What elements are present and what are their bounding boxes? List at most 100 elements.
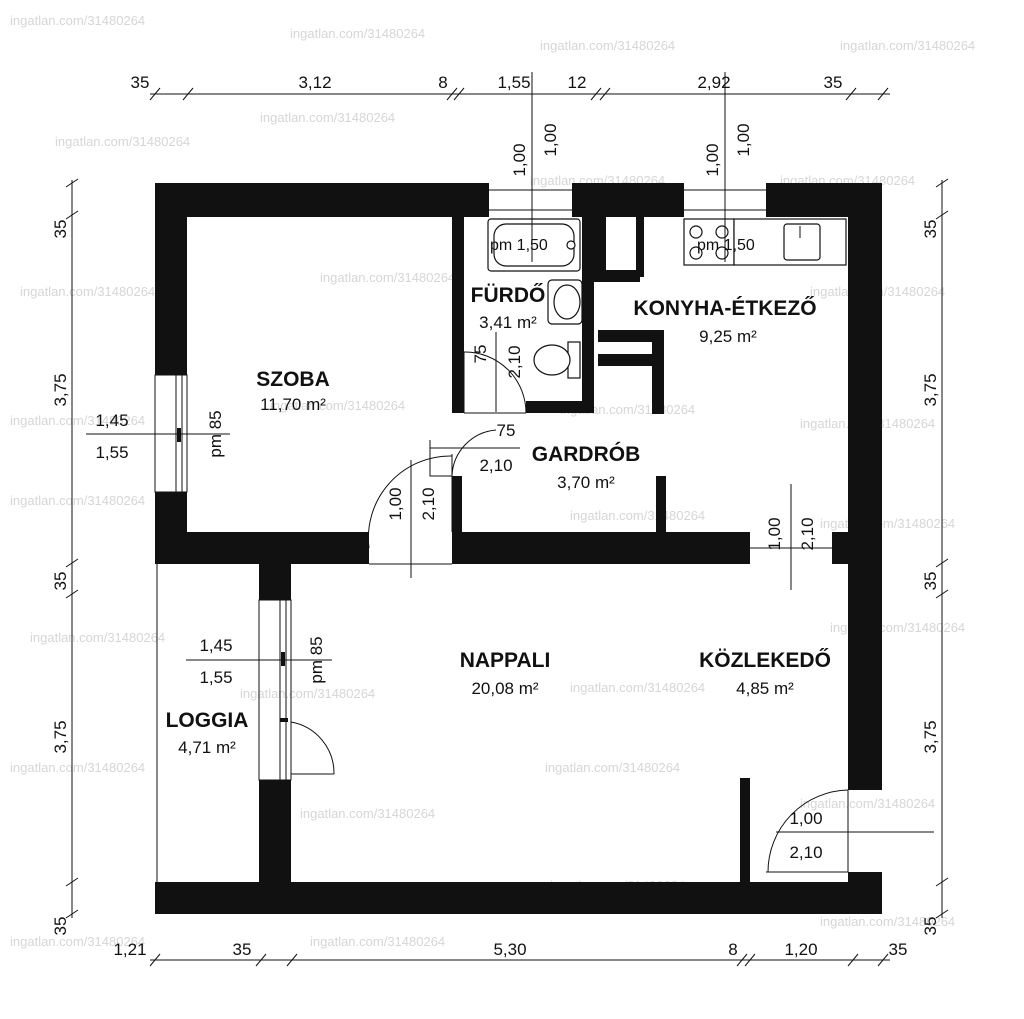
szoba-window-height: 1,55 — [95, 443, 128, 462]
watermark: ingatlan.com/31480264 — [310, 934, 445, 949]
opening-labels: 1,00 1,00 pm 1,50 1,00 1,00 pm 1,50 1,45… — [86, 72, 934, 862]
kitchen-pm-label: pm 1,50 — [697, 237, 755, 254]
watermark: ingatlan.com/31480264 — [570, 508, 705, 523]
watermark: ingatlan.com/31480264 — [20, 284, 155, 299]
room-area-kozlekedo: 4,85 m² — [736, 679, 794, 698]
dim-bottom-1: 1,21 — [113, 940, 146, 959]
loggia-marker — [280, 718, 288, 722]
watermark: ingatlan.com/31480264 — [545, 760, 680, 775]
bath-window-label-a: 1,00 — [510, 143, 529, 176]
room-area-szoba: 11,70 m² — [260, 395, 326, 414]
bathtub — [487, 218, 581, 272]
entry-door — [766, 789, 849, 873]
szoba-door-width: 1,00 — [386, 487, 405, 520]
watermark: ingatlan.com/31480264 — [30, 630, 165, 645]
dim-top-4: 1,55 — [497, 73, 530, 92]
room-area-loggia: 4,71 m² — [178, 738, 236, 757]
wall-bath-bottom — [526, 401, 594, 413]
room-name-loggia: LOGGIA — [166, 709, 249, 732]
dim-top-7: 35 — [824, 73, 843, 92]
bath-door — [463, 351, 527, 414]
szoba-door-height: 2,10 — [419, 487, 438, 520]
wall-shaft-mid — [594, 270, 640, 282]
dim-top-6: 2,92 — [697, 73, 730, 92]
dimension-left: 35 3,75 35 3,75 35 — [51, 178, 79, 936]
wall-gardrob-bottom — [452, 532, 750, 564]
wall-kitchen-block-mid — [598, 354, 664, 366]
room-name-kozlekedo: KÖZLEKEDŐ — [699, 649, 831, 672]
dim-bottom-5: 1,20 — [784, 940, 817, 959]
toilet — [533, 341, 581, 379]
szoba-window-width: 1,45 — [95, 411, 128, 430]
dim-top-5: 12 — [568, 73, 587, 92]
hall-door-width: 1,00 — [765, 517, 784, 550]
watermarks: ingatlan.com/31480264 ingatlan.com/31480… — [10, 13, 975, 949]
wall-kitchen-block-top — [598, 330, 664, 342]
dim-right-3: 35 — [921, 572, 940, 591]
watermark: ingatlan.com/31480264 — [800, 796, 935, 811]
watermark: ingatlan.com/31480264 — [55, 134, 190, 149]
wall-hall-stub — [832, 532, 848, 564]
wall-left-top — [155, 183, 187, 375]
room-name-szoba: SZOBA — [256, 368, 330, 391]
room-area-furdo: 3,41 m² — [479, 313, 537, 332]
watermark: ingatlan.com/31480264 — [820, 914, 955, 929]
szoba-door — [367, 454, 453, 565]
dim-left-5: 35 — [51, 917, 70, 936]
dim-bottom-2: 35 — [233, 940, 252, 959]
dim-left-3: 35 — [51, 572, 70, 591]
loggia-door — [290, 721, 335, 780]
watermark: ingatlan.com/31480264 — [10, 760, 145, 775]
bath-pm-label: pm 1,50 — [490, 237, 548, 254]
kitchen-counter — [733, 218, 847, 266]
dimension-bottom: 1,21 35 5,30 8 1,20 35 — [113, 940, 908, 967]
room-name-furdo: FÜRDŐ — [471, 284, 546, 307]
wall-bath-left — [452, 217, 464, 413]
gardrob-door-height: 2,10 — [479, 456, 512, 475]
wall-shaft-top — [594, 217, 606, 277]
watermark: ingatlan.com/31480264 — [260, 110, 395, 125]
dim-right-1: 35 — [921, 220, 940, 239]
bath-door-width: 75 — [471, 345, 490, 364]
dim-bottom-3: 5,30 — [493, 940, 526, 959]
dim-right-4: 3,75 — [921, 720, 940, 753]
watermark: ingatlan.com/31480264 — [240, 686, 375, 701]
wall-top-left — [155, 183, 489, 217]
room-area-nappali: 20,08 m² — [471, 679, 538, 698]
room-name-gardrob: GARDRÓB — [532, 442, 641, 466]
room-name-nappali: NAPPALI — [460, 649, 551, 672]
dimension-top: 35 3,12 8 1,55 12 2,92 35 — [131, 73, 890, 101]
entry-door-width: 1,00 — [789, 809, 822, 828]
loggia-window-pm: pm 85 — [307, 636, 326, 683]
wall-gardrob-left-stub — [452, 476, 462, 532]
wall-bottom — [155, 882, 882, 914]
dim-top-1: 35 — [131, 73, 150, 92]
loggia-window-height: 1,55 — [199, 668, 232, 687]
dim-left-4: 3,75 — [51, 720, 70, 753]
watermark: ingatlan.com/31480264 — [840, 38, 975, 53]
watermark: ingatlan.com/31480264 — [290, 26, 425, 41]
watermark: ingatlan.com/31480264 — [540, 38, 675, 53]
dim-top-2: 3,12 — [298, 73, 331, 92]
bath-window — [489, 189, 572, 211]
dim-right-2: 3,75 — [921, 373, 940, 406]
wall-right — [848, 183, 882, 790]
watermark: ingatlan.com/31480264 — [10, 493, 145, 508]
wall-gardrob-right-stub — [656, 476, 666, 532]
washbasin — [547, 279, 583, 325]
dimension-right: 35 3,75 35 3,75 35 — [921, 178, 949, 936]
loggia-window — [258, 599, 292, 781]
watermark: ingatlan.com/31480264 — [320, 270, 455, 285]
watermark: ingatlan.com/31480264 — [10, 13, 145, 28]
watermark: ingatlan.com/31480264 — [300, 806, 435, 821]
dim-left-2: 3,75 — [51, 373, 70, 406]
dim-bottom-4: 8 — [728, 940, 737, 959]
bath-door-height: 2,10 — [505, 345, 524, 378]
bath-window-label-b: 1,00 — [541, 123, 560, 156]
room-name-konyha: KONYHA-ÉTKEZŐ — [633, 297, 816, 320]
dim-bottom-6: 35 — [889, 940, 908, 959]
dim-right-5: 35 — [921, 917, 940, 936]
watermark: ingatlan.com/31480264 — [570, 680, 705, 695]
kitchen-window-label-a: 1,00 — [703, 143, 722, 176]
